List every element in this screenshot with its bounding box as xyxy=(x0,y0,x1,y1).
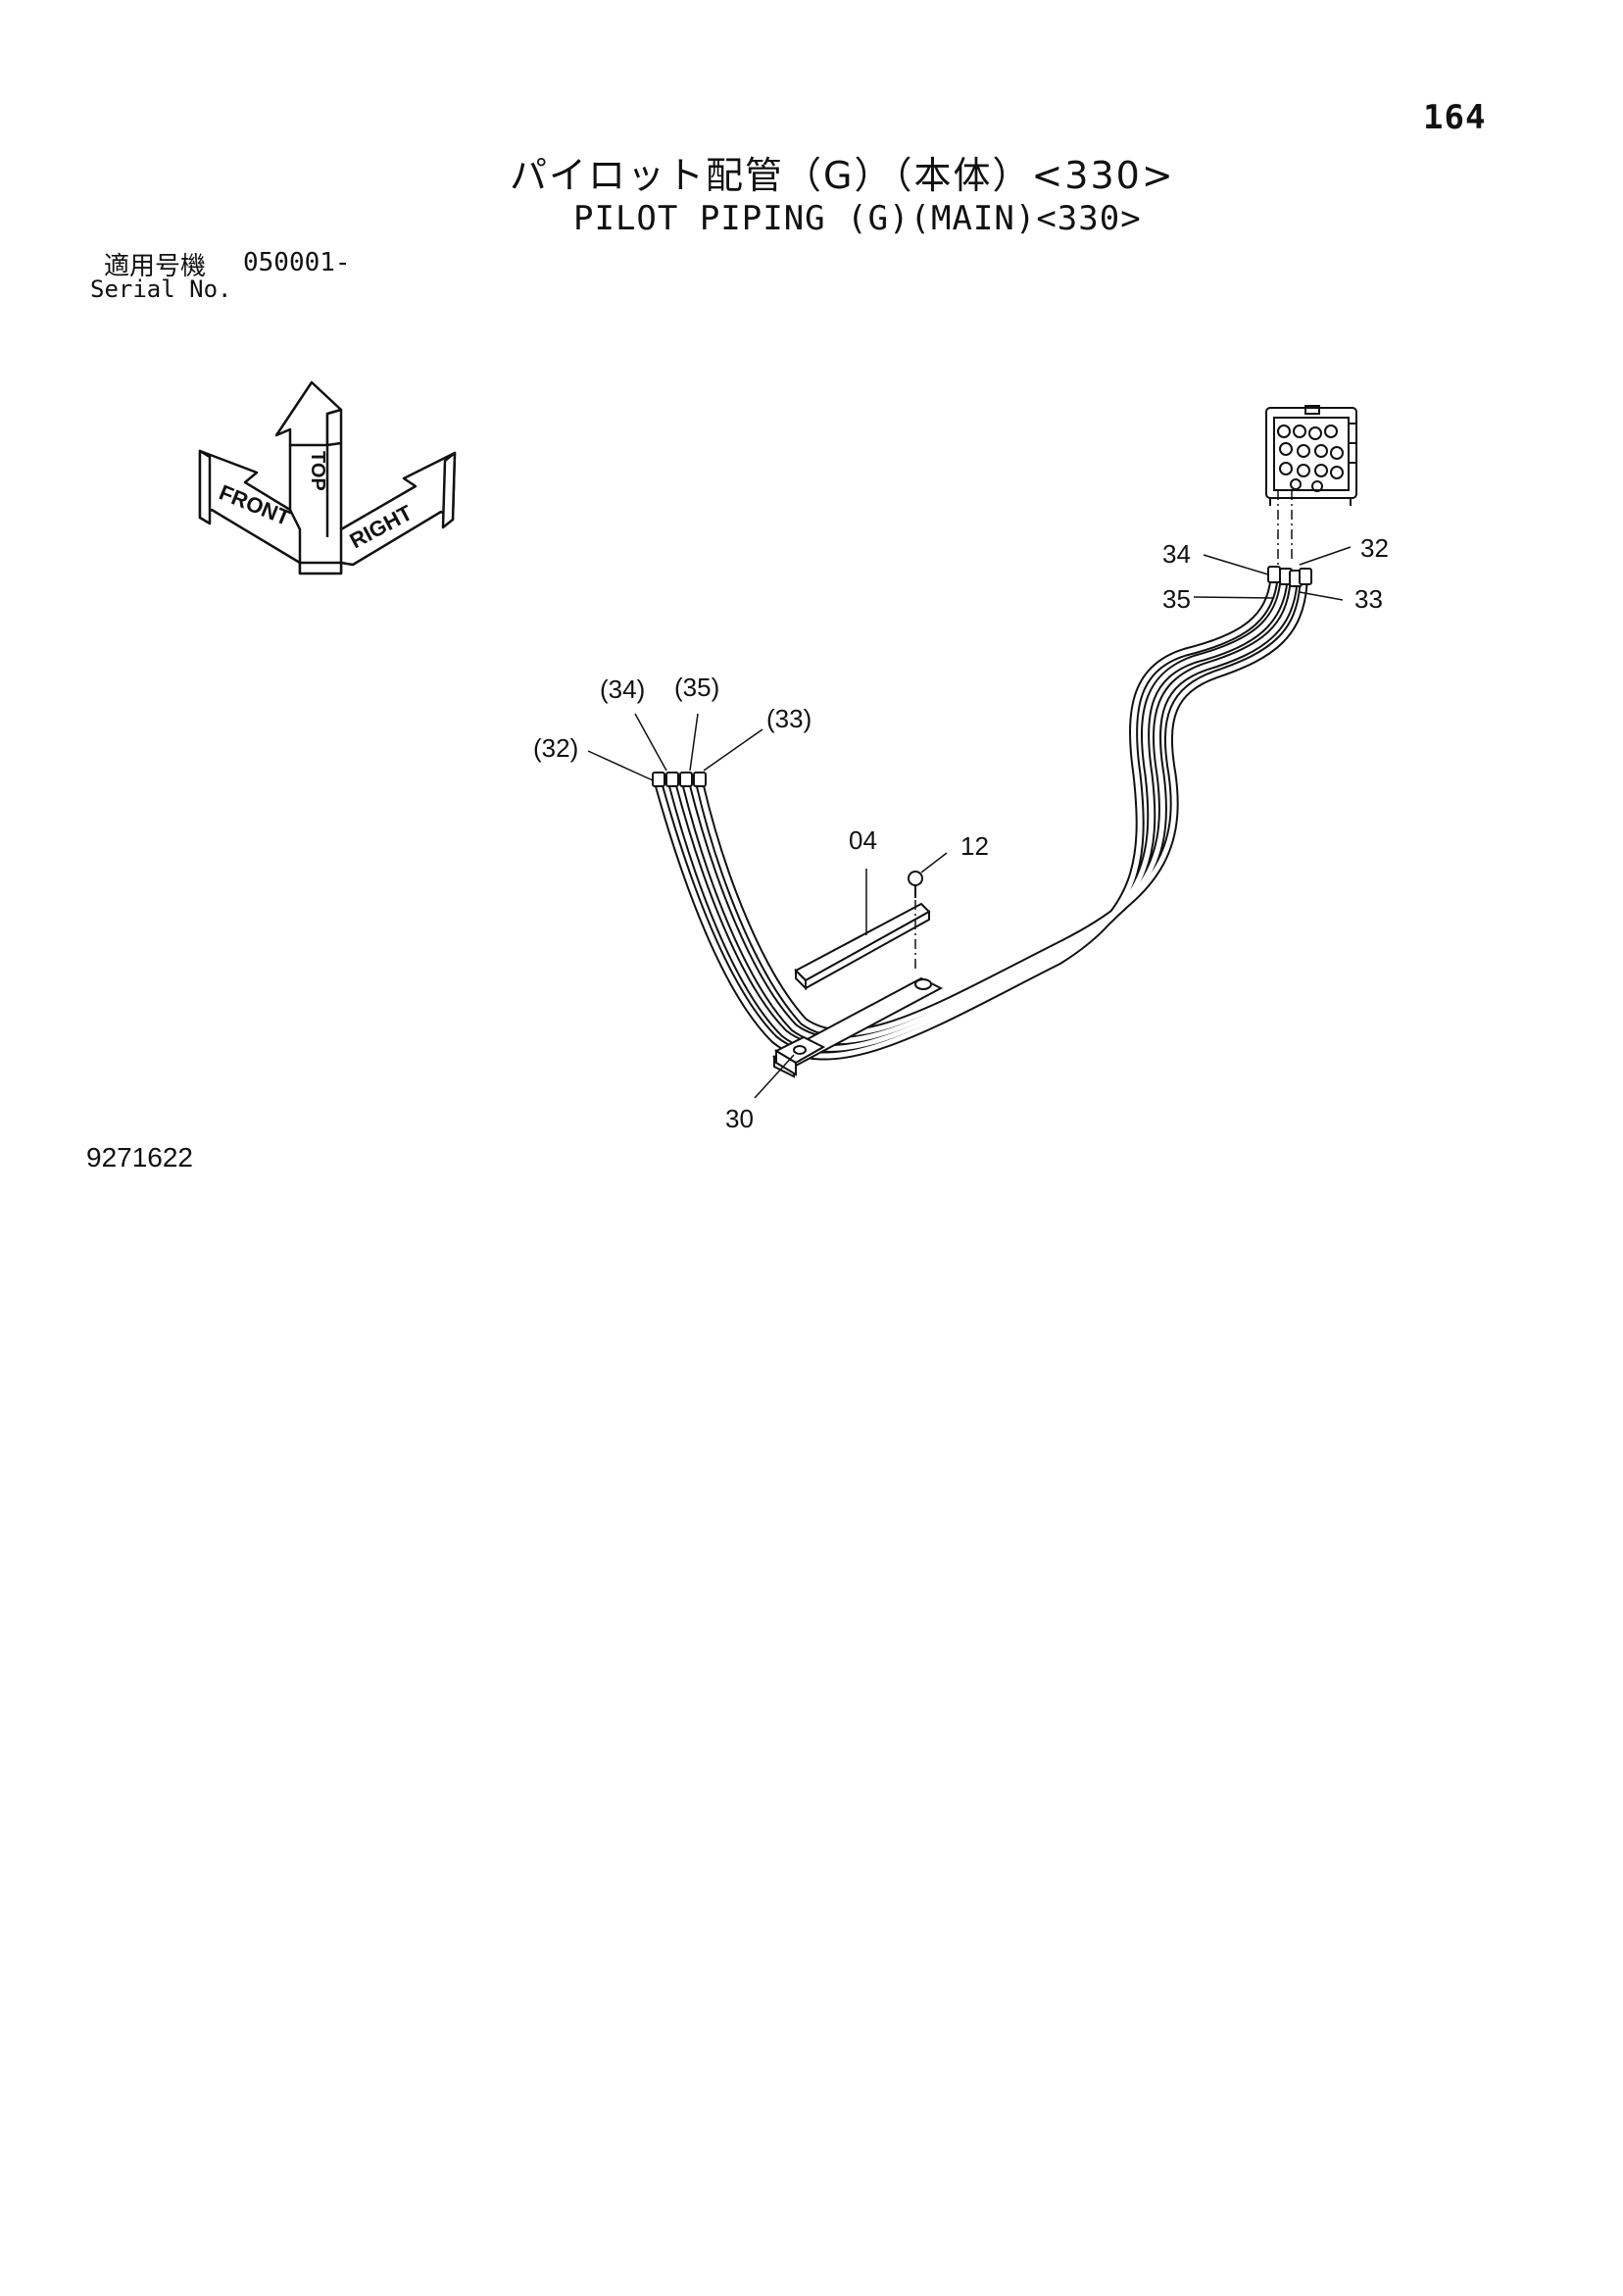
leader-lines xyxy=(587,546,1352,1099)
callout-32: 32 xyxy=(1360,533,1389,563)
callout-12: 12 xyxy=(960,831,989,861)
hose-fittings-right xyxy=(1267,566,1312,587)
callout-33-ref: (33) xyxy=(766,704,812,733)
front-arrow xyxy=(198,449,302,574)
pilot-valve-block xyxy=(1265,405,1357,506)
orientation-top-label: TOP xyxy=(307,451,328,491)
callout-04: 04 xyxy=(849,825,877,855)
drawing-code: 9271622 xyxy=(86,1142,194,1173)
page-number: 164 xyxy=(1423,98,1487,137)
callout-30: 30 xyxy=(725,1104,754,1133)
bolt-12 xyxy=(908,871,923,898)
clamp-plate xyxy=(794,902,931,991)
title-japanese: パイロット配管（G）（本体）<330> xyxy=(510,154,1175,197)
callout-34-ref: (34) xyxy=(600,674,645,704)
title-english: PILOT PIPING (G)(MAIN)<330> xyxy=(573,199,1142,238)
orientation-indicator xyxy=(198,380,457,575)
valve-centerlines xyxy=(1277,490,1293,565)
callout-35-ref: (35) xyxy=(674,673,719,702)
pilot-hoses xyxy=(654,574,1308,1061)
serial-label-english: Serial No. xyxy=(90,275,232,303)
bracket-30 xyxy=(771,976,944,1078)
callout-34: 34 xyxy=(1162,539,1191,569)
serial-label-japanese: 適用号機 xyxy=(104,252,207,281)
callout-33: 33 xyxy=(1354,584,1383,614)
top-arrow xyxy=(274,380,343,549)
serial-range: 050001- xyxy=(243,248,351,277)
callout-32-ref: (32) xyxy=(533,733,578,763)
right-arrow xyxy=(339,451,457,574)
hose-fittings-left xyxy=(652,772,707,787)
callout-35: 35 xyxy=(1162,584,1191,614)
